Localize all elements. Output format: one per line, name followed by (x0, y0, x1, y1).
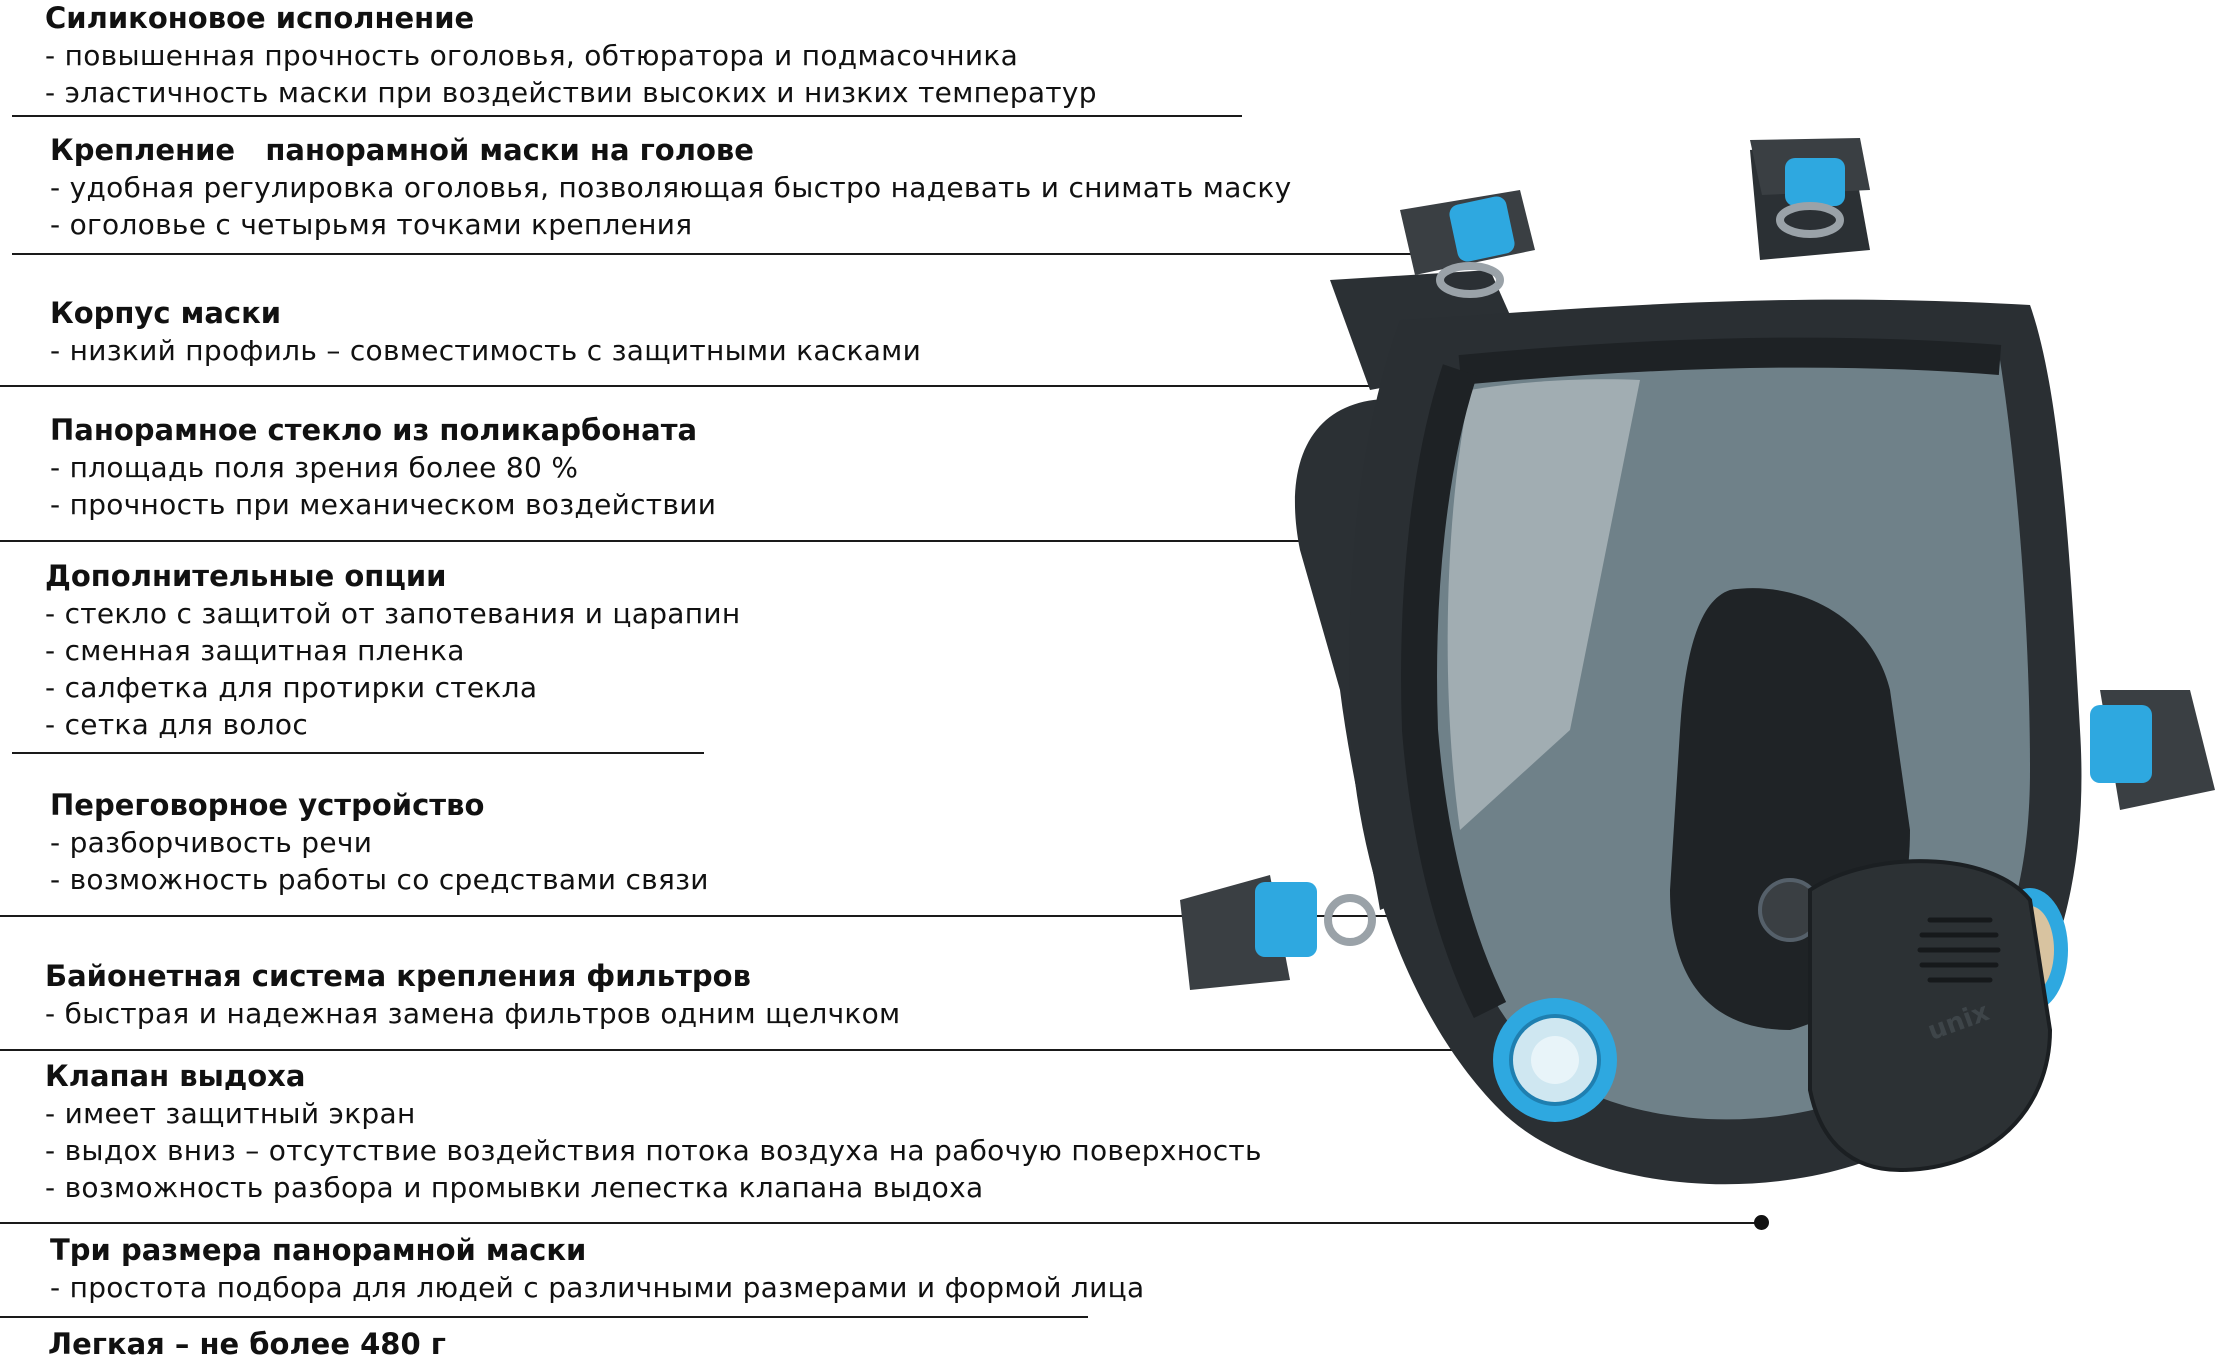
pointer-dot (1754, 1215, 1769, 1230)
list-item: - оголовье с четырьмя точками крепления (50, 208, 693, 241)
filter-port-left (1493, 998, 1617, 1122)
list-item: - возможность работы со средствами связи (50, 863, 709, 896)
list-item: - сетка для волос (45, 708, 309, 741)
section-title: Легкая – не более 480 г (48, 1327, 446, 1361)
section-title: Три размера панорамной маски (50, 1233, 587, 1267)
pointer-line (12, 253, 1422, 255)
list-item: - салфетка для протирки стекла (45, 671, 538, 704)
list-item: - выдох вниз – отсутствие воздействия по… (45, 1134, 1262, 1167)
full-face-mask-image: unix (1180, 138, 2215, 1185)
pointer-line (0, 915, 1732, 917)
section-title: Силиконовое исполнение (45, 1, 475, 35)
section-bayonet: Байонетная система крепления фильтров - … (45, 958, 900, 1032)
list-item: - разборчивость речи (50, 826, 373, 859)
section-title: Дополнительные опции (45, 559, 447, 593)
section-title: Панорамное стекло из поликарбоната (50, 413, 698, 447)
list-item: - прочность при механическом воздействии (50, 488, 717, 521)
section-title: Крепление панорамной маски на голове (50, 133, 754, 167)
visor-glare (1447, 379, 1640, 830)
section-title: Клапан выдоха (45, 1059, 306, 1093)
valve-vent-icon (1917, 917, 2001, 983)
pointer-line (0, 385, 1660, 387)
buckle-icon (1750, 138, 1870, 238)
list-item: - возможность разбора и промывки лепестк… (45, 1171, 984, 1204)
section-weight: Легкая – не более 480 г (48, 1326, 446, 1363)
pointer-line (0, 540, 1610, 542)
list-item: - быстрая и надежная замена фильтров одн… (45, 997, 901, 1030)
list-item: - эластичность маски при воздействии выс… (45, 76, 1097, 109)
section-intercom: Переговорное устройство - разборчивость … (50, 787, 709, 898)
list-item: - площадь поля зрения более 80 % (50, 451, 579, 484)
section-title: Переговорное устройство (50, 788, 485, 822)
frame-top (1458, 337, 2002, 385)
exhalation-valve-cover (1808, 859, 2053, 1173)
buckle-icon (1180, 875, 1376, 990)
divider (0, 1316, 1088, 1318)
frame-left (1401, 364, 1507, 1019)
pointer-line (0, 1222, 1762, 1224)
list-item: - удобная регулировка оголовья, позволяю… (50, 171, 1292, 204)
divider (12, 752, 704, 754)
list-item: - имеет защитный экран (45, 1097, 416, 1130)
section-body: Корпус маски - низкий профиль – совмести… (50, 295, 921, 369)
section-title: Байонетная система крепления фильтров (45, 959, 751, 993)
list-item: - сменная защитная пленка (45, 634, 465, 667)
divider (12, 115, 1242, 117)
buckle-icon (1400, 190, 1535, 298)
section-valve: Клапан выдоха - имеет защитный экран - в… (45, 1058, 1262, 1206)
section-sizes: Три размера панорамной маски - простота … (50, 1232, 1144, 1306)
pointer-line (0, 1049, 1478, 1051)
section-silicone: Силиконовое исполнение - повышенная проч… (45, 0, 1097, 111)
section-head-mount: Крепление панорамной маски на голове - у… (50, 132, 1291, 243)
buckle-icon (2090, 690, 2215, 810)
section-glass: Панорамное стекло из поликарбоната - пло… (50, 412, 716, 523)
section-options: Дополнительные опции - стекло с защитой … (45, 558, 740, 743)
section-title: Корпус маски (50, 296, 282, 330)
list-item: - низкий профиль – совместимость с защит… (50, 334, 922, 367)
list-item: - повышенная прочность оголовья, обтюрат… (45, 39, 1019, 72)
list-item: - стекло с защитой от запотевания и цара… (45, 597, 741, 630)
list-item: - простота подбора для людей с различным… (50, 1271, 1145, 1304)
